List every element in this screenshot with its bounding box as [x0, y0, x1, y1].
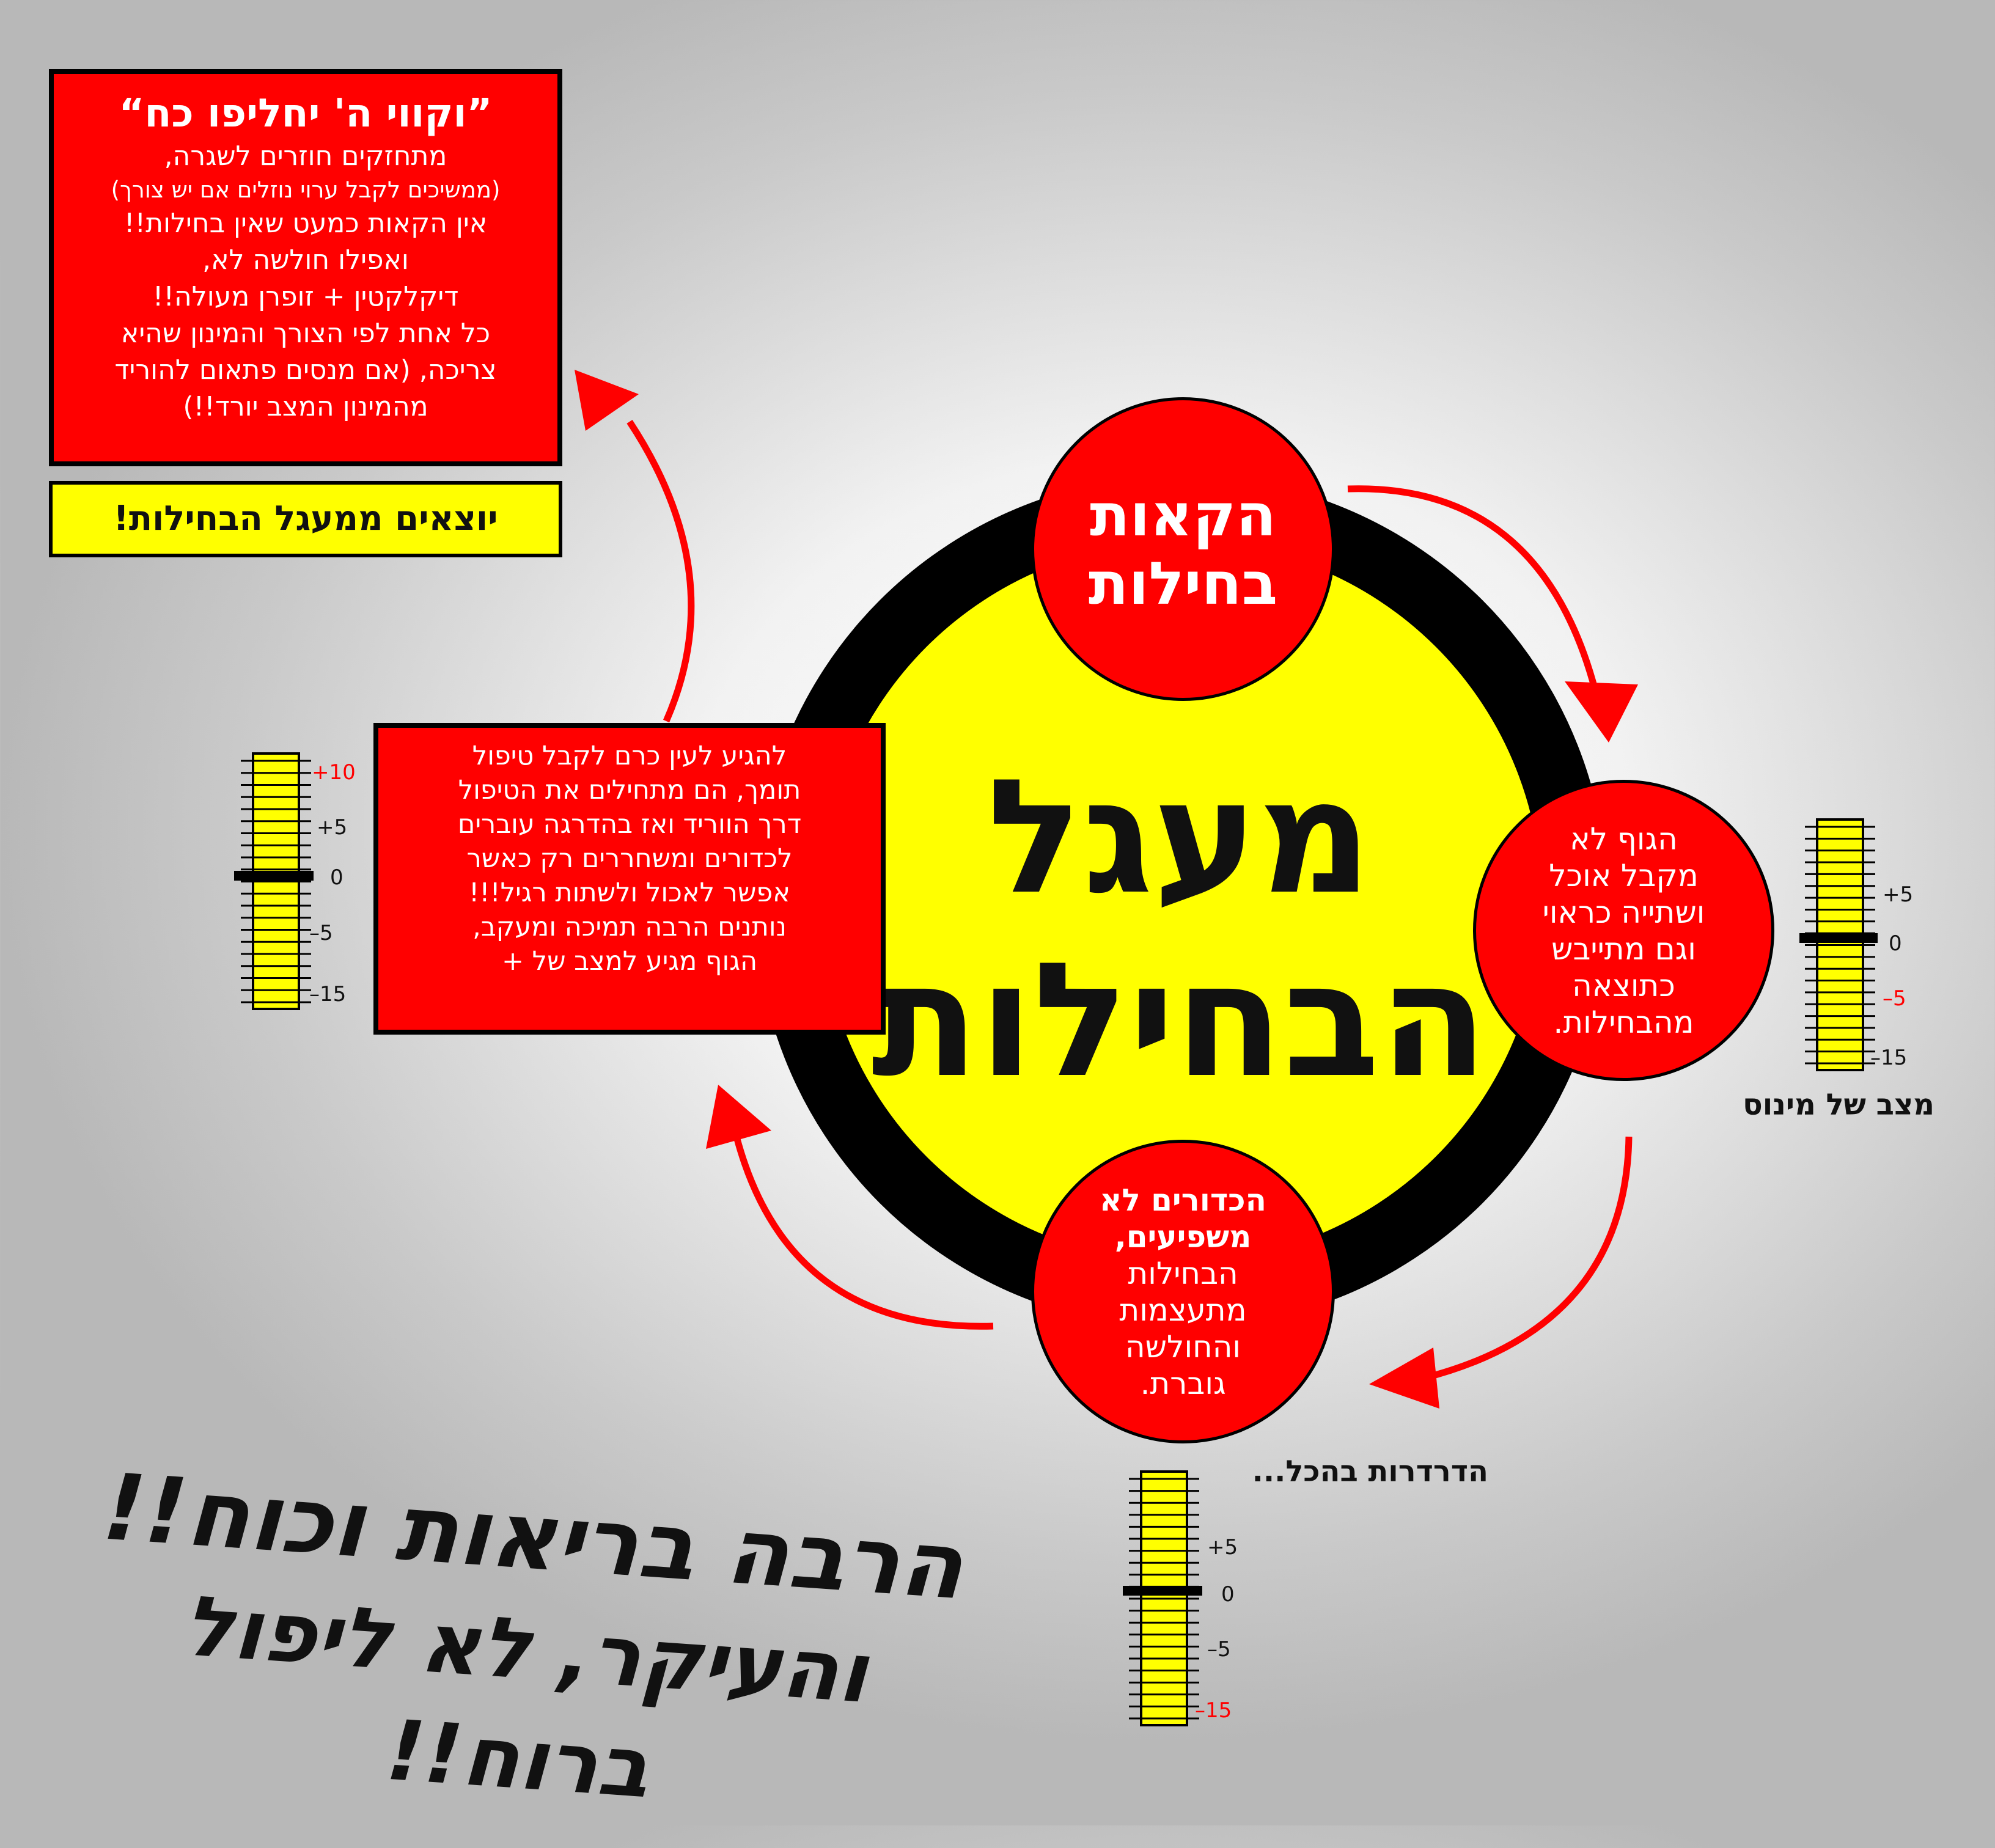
treatment-line: דרך הווריד ואז בהדרגה עוברים	[457, 809, 802, 840]
treatment-line: הגוף מגיע למצב של +	[501, 946, 758, 977]
gauge-bottom-label: –15	[1195, 1698, 1232, 1723]
gauge-right-label: –15	[1870, 1046, 1907, 1070]
arrowhead-box	[706, 1085, 771, 1149]
node-vomiting-nausea: הקאות בחילות	[1031, 397, 1335, 701]
treatment-line: לכדורים ומשחררים רק כאשר	[466, 843, 793, 874]
cycle-title-line1: מעגל	[987, 746, 1372, 929]
arrowhead-bottom	[1369, 1348, 1439, 1409]
gauge-left-label: –5	[309, 921, 333, 945]
gauge-right-label: +5	[1883, 882, 1913, 907]
recovery-line: צריכה, (אם מנסים פתאום להוריד	[114, 354, 497, 386]
arrow-bottom-to-box	[733, 1135, 994, 1330]
recovery-line: מתחזקים חוזרים לשגרה,	[164, 141, 447, 172]
recovery-line: דיקלקטין + זופרן מעולה!!	[152, 281, 459, 312]
node-bottom-line: והחולשה	[1125, 1329, 1241, 1365]
gauge-right: +5 0 –5 –15	[1799, 818, 1913, 1071]
gauge-bottom-marker	[1123, 1586, 1202, 1596]
recovery-line: (ממשיכים לקבל ערוי נוזלים אם יש צורך)	[111, 177, 501, 203]
node-bottom-bold-line: משפיעים,	[1114, 1219, 1252, 1255]
arrow-top-to-right	[1347, 485, 1599, 692]
gauge-left-label: +5	[317, 815, 347, 840]
gauge-bottom-label: –5	[1207, 1637, 1231, 1662]
gauge-right-marker	[1799, 933, 1878, 943]
node-right-line: וגם מתייבש	[1551, 931, 1696, 967]
treatment-line: תומך, הם מתחילים את הטיפול	[458, 775, 801, 805]
recovery-heading: ”וקווי ה' יחליפו כח“	[119, 91, 493, 136]
recovery-box: ”וקווי ה' יחליפו כח“ מתחזקים חוזרים לשגר…	[49, 69, 562, 466]
node-bottom-line: גוברת.	[1140, 1365, 1226, 1401]
node-top-line: בחילות	[1088, 549, 1278, 618]
gauge-bottom: +5 0 –5 –15	[1123, 1470, 1238, 1726]
gauge-right-label: 0	[1889, 931, 1902, 956]
node-right-line: הגוף לא	[1570, 821, 1678, 857]
gauge-left-label: 0	[330, 865, 344, 890]
node-bottom-bold-line: הכדורים לא	[1100, 1182, 1266, 1218]
recovery-line: אין הקאות כמעט שאין בחילות!!	[123, 208, 488, 239]
gauge-right-caption: מצב של מינוס	[1743, 1088, 1934, 1122]
gauge-bottom-caption: הדרדרות בהכל...	[1252, 1454, 1488, 1489]
gauge-left: +10 +5 0 –5 –15	[234, 752, 356, 1010]
node-right-line: מקבל אוכל	[1549, 857, 1699, 893]
node-top-line: הקאות	[1089, 480, 1277, 549]
cycle-title: מעגל הבחילות	[843, 746, 1516, 1112]
arrowhead-right	[1565, 681, 1638, 743]
treatment-line: נותנים הרבה תמיכה ומעקב,	[472, 912, 787, 942]
gauge-left-marker	[234, 871, 314, 881]
arrowhead-top	[575, 370, 639, 431]
treatment-line: אפשר לאכול ולשתות רגיל!!!	[468, 878, 791, 908]
arrow-box-to-top	[626, 419, 695, 723]
gauge-right-label: –5	[1883, 986, 1906, 1011]
hospital-treatment-box: להגיע לעין כרם לקבל טיפול תומך, הם מתחיל…	[373, 723, 886, 1035]
node-right-line: מהבחילות.	[1553, 1004, 1694, 1040]
node-bottom-line: הבחילות	[1128, 1255, 1238, 1291]
slogan: הרבה בריאות וכוח!! והעיקר, לא ליפול ברוח…	[39, 1446, 1013, 1847]
gauge-bottom-label: +5	[1207, 1535, 1238, 1560]
node-right-line: ושתייה כראוי	[1542, 894, 1705, 930]
cycle-title-line2: הבחילות	[871, 929, 1488, 1112]
node-pills-ineffective: הכדורים לא משפיעים, הבחילות מתעצמות והחו…	[1031, 1140, 1335, 1443]
gauge-left-label: –15	[309, 982, 346, 1007]
node-bottom-line: מתעצמות	[1119, 1292, 1247, 1328]
gauge-bottom-label: 0	[1221, 1582, 1235, 1607]
exit-cycle-banner: יוצאים ממעגל הבחילות!	[49, 481, 562, 557]
treatment-line: להגיע לעין כרם לקבל טיפול	[472, 741, 787, 771]
arrow-right-to-bottom	[1423, 1136, 1633, 1382]
node-right-line: כתוצאה	[1572, 967, 1675, 1003]
recovery-line: מהמינון המצב יורד!!)	[183, 391, 428, 422]
gauge-left-label: +10	[312, 760, 356, 785]
recovery-line: כל אחת לפי הצורך והמינון שהיא	[120, 318, 491, 349]
recovery-line: ואפילו חולשה לא,	[202, 244, 409, 276]
node-dehydration: הגוף לא מקבל אוכל ושתייה כראוי וגם מתייב…	[1473, 780, 1774, 1081]
